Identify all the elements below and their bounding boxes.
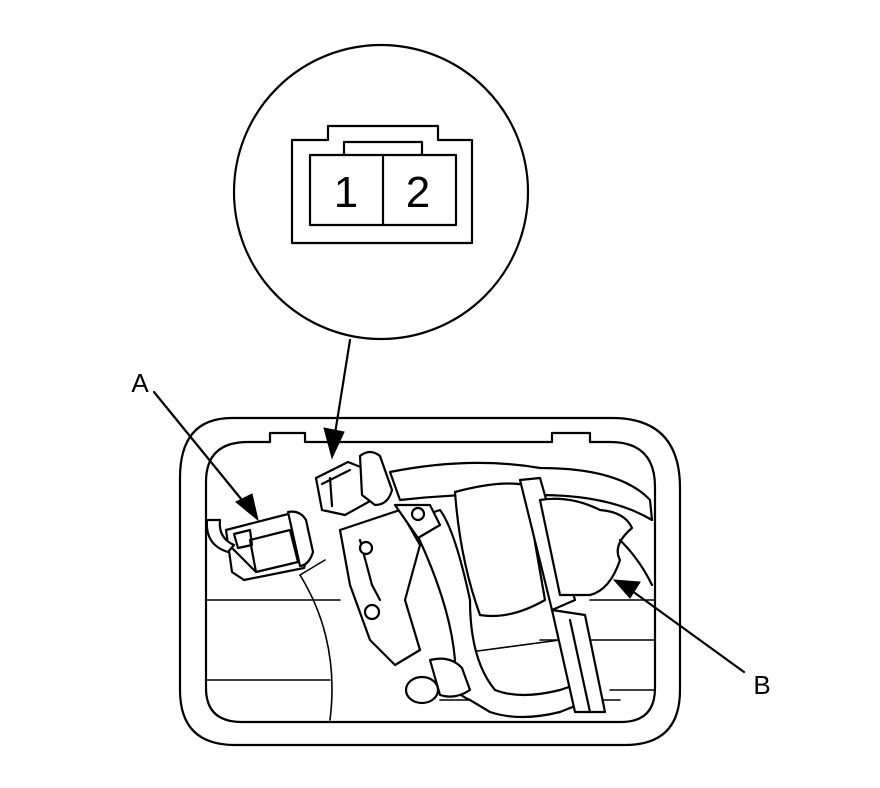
connector-a-housing [205, 510, 315, 582]
pin-2-label: 2 [406, 168, 430, 217]
mounting-clip [338, 503, 442, 667]
callout-a-label: A [131, 368, 149, 398]
connector-b-housing [314, 450, 394, 517]
magnifier-leader-arrow [323, 338, 352, 460]
callout-b-label: B [753, 670, 770, 700]
pin-1-label: 1 [334, 168, 358, 217]
callout-b-leader [612, 579, 746, 674]
callout-a-leader [152, 390, 259, 522]
wire-harness [388, 461, 654, 719]
connector-face [290, 124, 474, 245]
